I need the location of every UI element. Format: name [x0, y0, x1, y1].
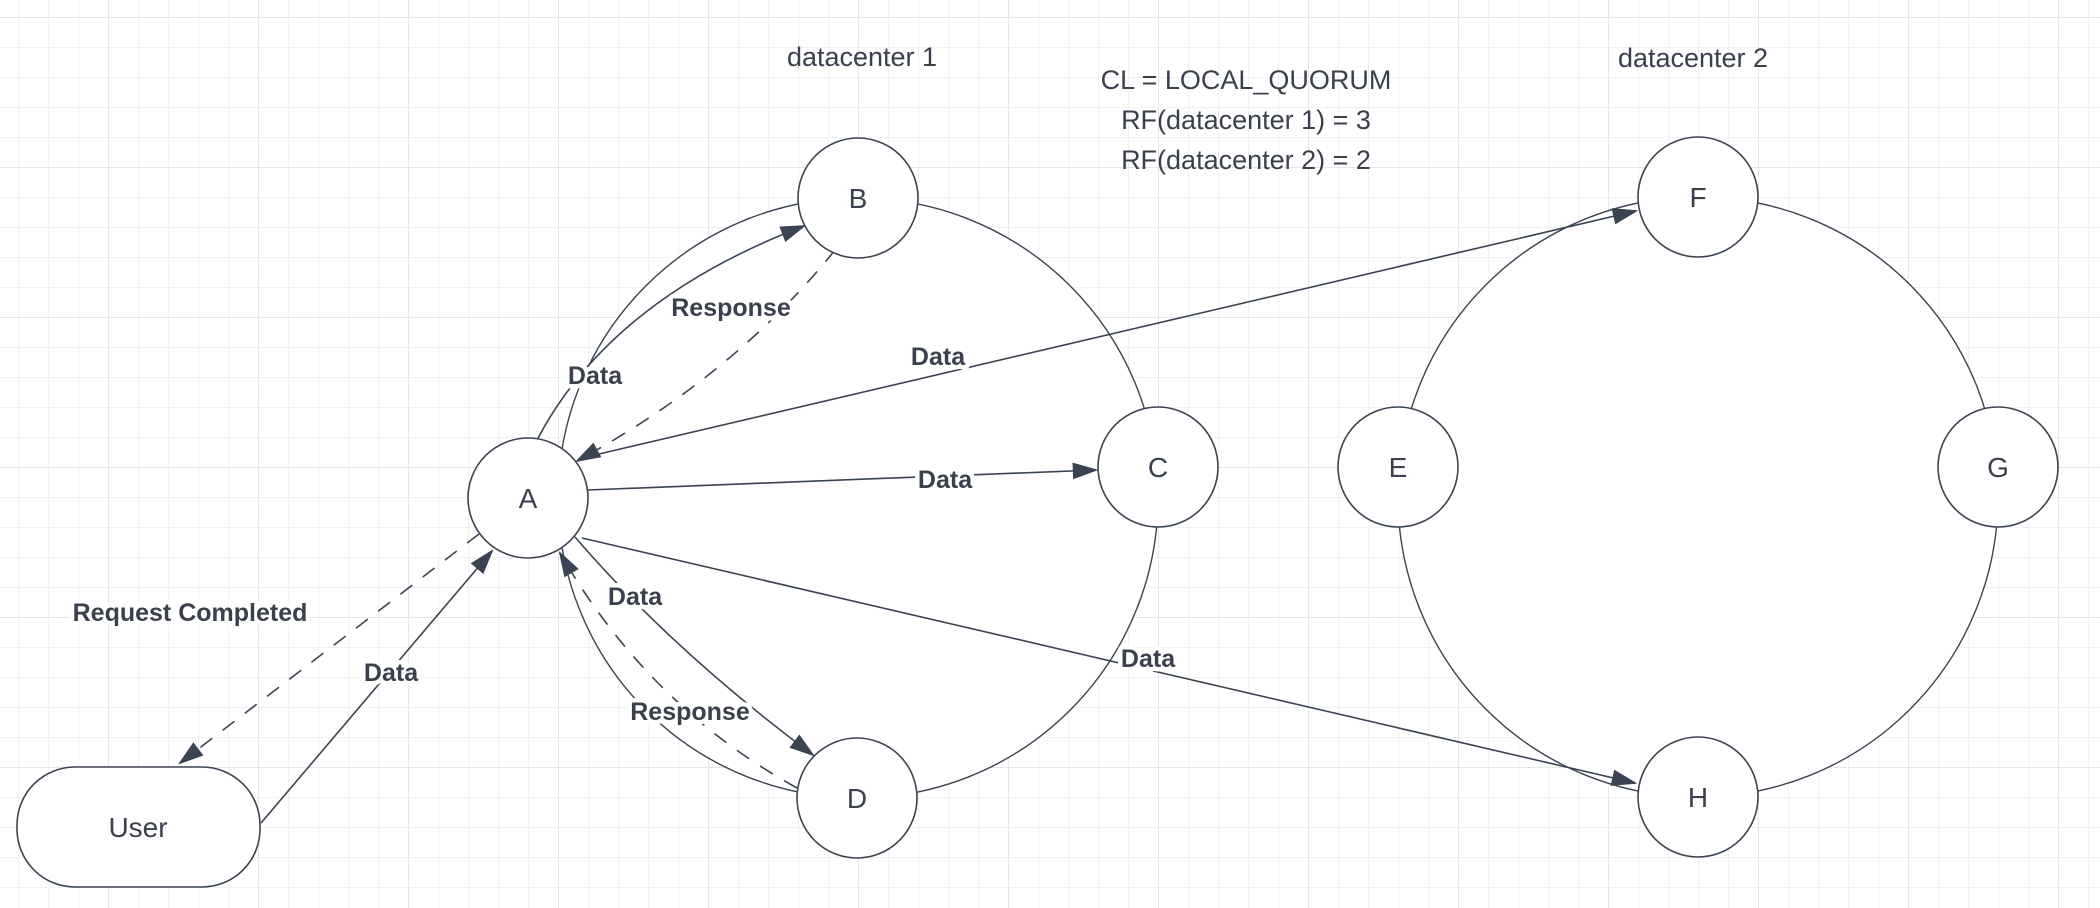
node-b[interactable]: [797, 137, 919, 259]
node-e-label: E: [1389, 452, 1408, 483]
annotation-cl-line: CL = LOCAL_QUORUM: [1101, 65, 1392, 95]
user-box[interactable]: [16, 766, 261, 888]
node-f-label: F: [1689, 182, 1706, 213]
edge-label-b-a-response: Response: [671, 294, 791, 322]
node-f[interactable]: [1637, 136, 1759, 258]
datacenter2-ring[interactable]: [1397, 196, 1999, 798]
edge-label-a-d-data: Data: [608, 583, 663, 611]
node-a[interactable]: [467, 437, 589, 559]
edge-label-a-h-data: Data: [1121, 645, 1176, 673]
edge-label-d-a-response: Response: [630, 698, 750, 726]
node-h[interactable]: [1637, 736, 1759, 858]
edge-a-to-h-data[interactable]: [581, 537, 1635, 783]
edge-a-to-b-data[interactable]: [536, 226, 804, 441]
node-a-label: A: [519, 483, 538, 514]
user-box-label: User: [108, 812, 167, 843]
node-e[interactable]: [1337, 406, 1459, 528]
edge-label-request-completed: Request Completed: [73, 599, 308, 627]
edge-label-user-a-data: Data: [364, 659, 419, 687]
edge-label-a-c-data: Data: [918, 466, 973, 494]
annotation-rf2-line: RF(datacenter 2) = 2: [1121, 145, 1371, 175]
annotation-rf1-line: RF(datacenter 1) = 3: [1121, 105, 1371, 135]
node-g[interactable]: [1937, 406, 2059, 528]
node-b-label: B: [849, 183, 868, 214]
node-c[interactable]: [1097, 406, 1219, 528]
edge-a-to-f-data[interactable]: [581, 211, 1636, 459]
edge-b-to-a-response[interactable]: [577, 249, 836, 461]
datacenter2-title: datacenter 2: [1618, 43, 1768, 73]
edge-label-a-b-data: Data: [568, 362, 623, 390]
edge-a-to-d-data[interactable]: [574, 536, 813, 755]
edge-a-to-user-request-completed[interactable]: [180, 533, 480, 763]
node-d[interactable]: [796, 737, 918, 859]
edge-label-a-f-data: Data: [911, 343, 966, 371]
node-d-label: D: [847, 783, 867, 814]
edge-user-to-a-data[interactable]: [260, 551, 492, 824]
edge-d-to-a-response[interactable]: [560, 553, 798, 789]
edge-a-to-c-data[interactable]: [587, 470, 1096, 491]
datacenter1-title: datacenter 1: [787, 42, 937, 72]
node-h-label: H: [1688, 782, 1708, 813]
node-c-label: C: [1148, 452, 1168, 483]
node-g-label: G: [1987, 452, 2009, 483]
